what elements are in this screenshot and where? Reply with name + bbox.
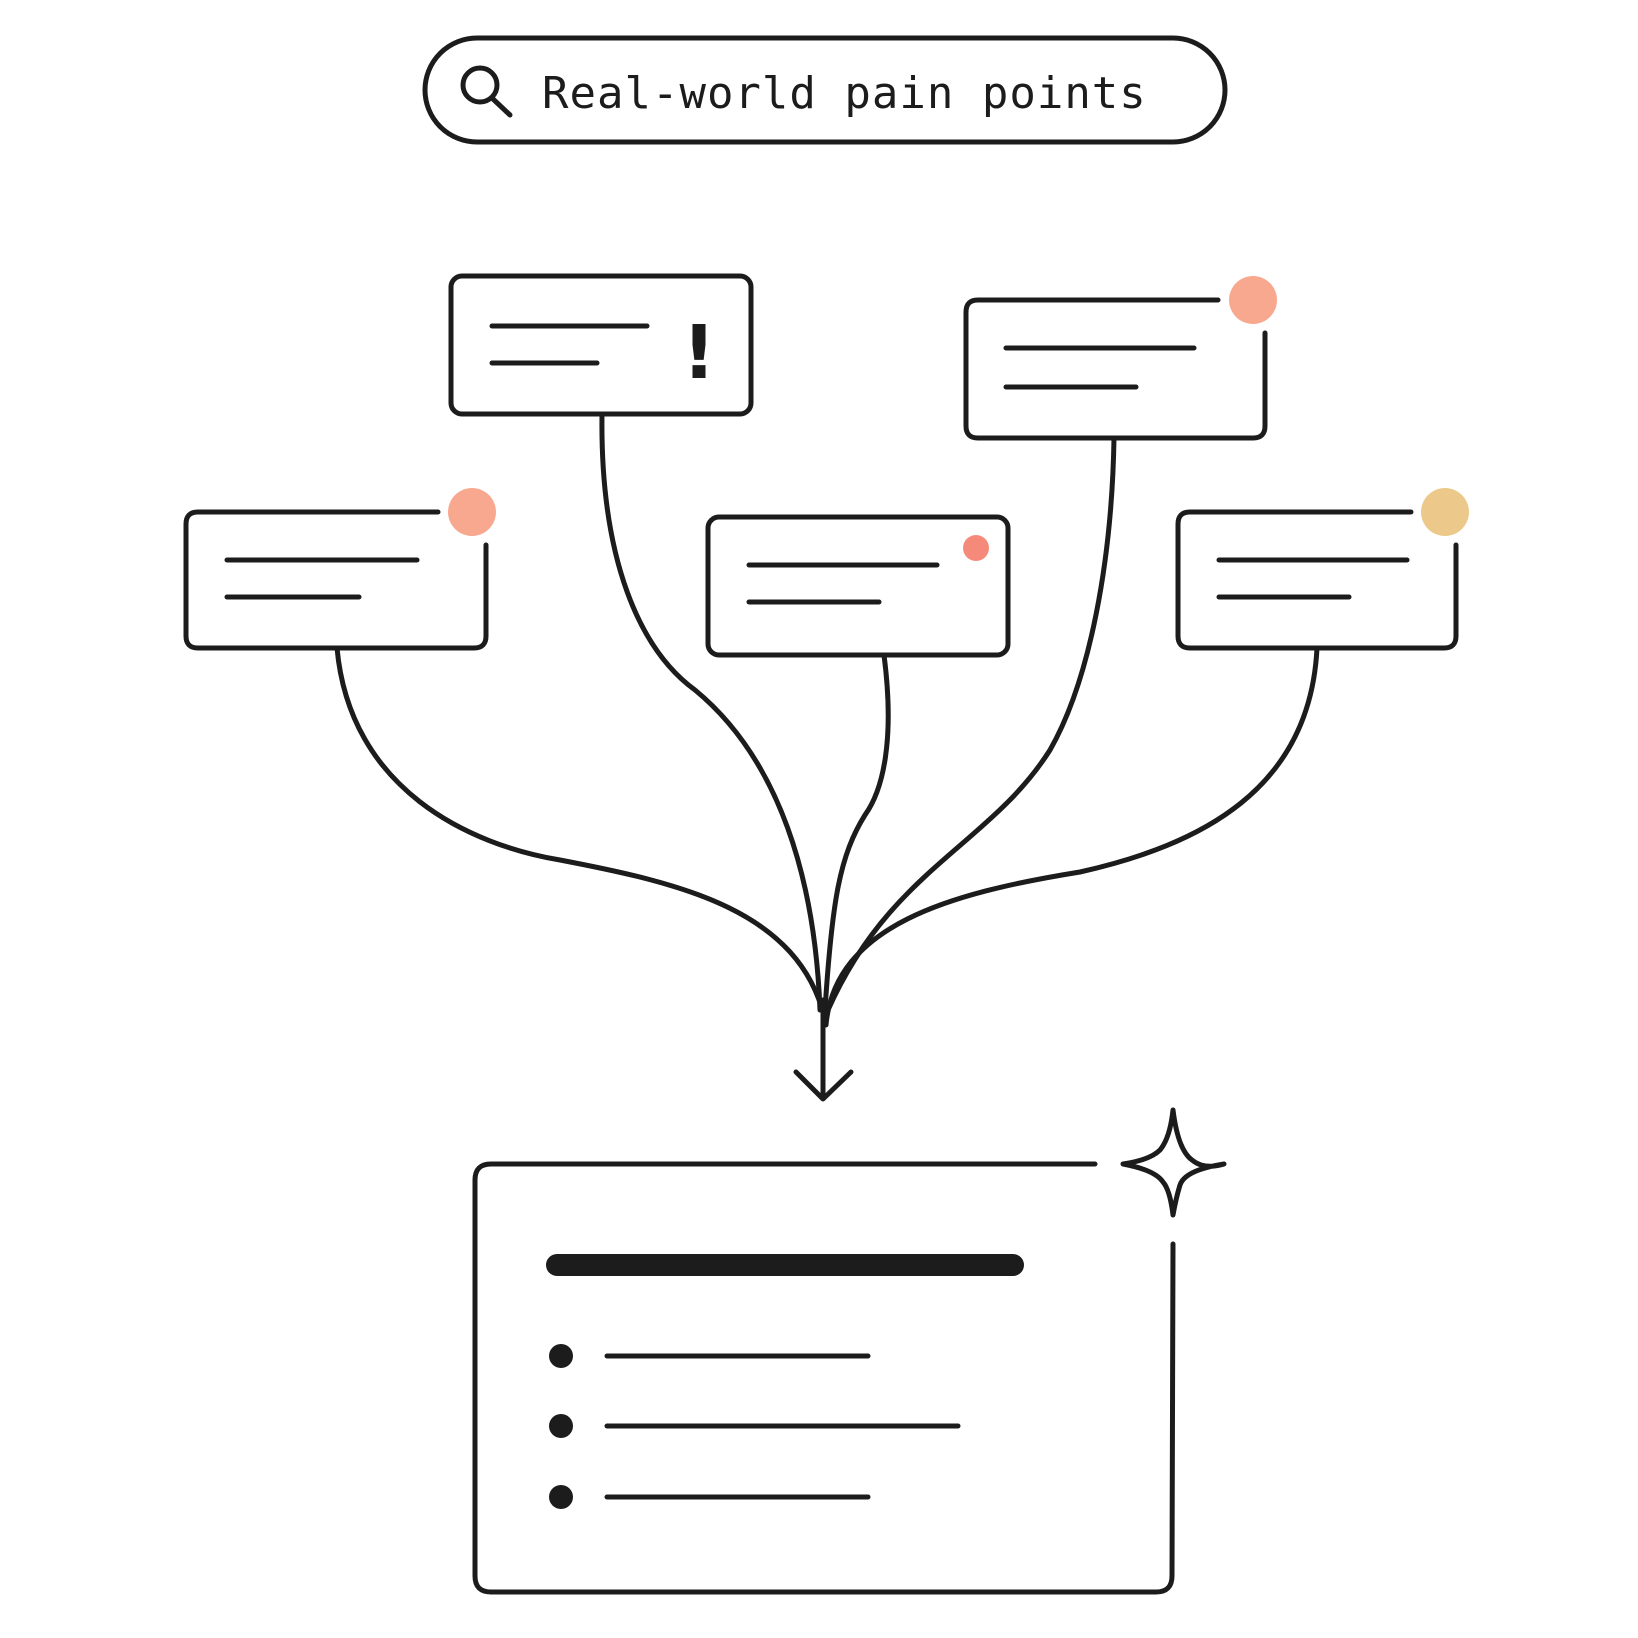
card-outline [472,1161,1176,1595]
result-card[interactable] [472,1107,1227,1595]
arrow-head-icon [793,1069,854,1102]
source-card-upper-right[interactable] [963,276,1277,441]
search-bar-outline [422,35,1228,145]
bullet-icon [549,1485,573,1509]
bullet-icon [549,1344,573,1368]
bullet-icon [549,1414,573,1438]
card-outline [448,273,754,417]
status-dot [963,535,989,561]
search-label: Real-world pain points [542,68,1147,119]
card-outline [963,297,1268,441]
connector-middle [822,652,891,1013]
source-card-right[interactable] [1175,488,1469,651]
status-dot [1229,276,1277,324]
card-outline [183,509,489,651]
card-outline [705,514,1011,658]
source-card-top[interactable]: ! [448,273,754,417]
status-dot [1421,488,1469,536]
search-bar[interactable]: Real-world pain points [422,35,1228,145]
alert-exclamation-icon: ! [682,310,716,396]
source-card-middle[interactable] [705,514,1011,658]
connector-left [334,645,828,1023]
source-card-left[interactable] [183,488,496,651]
connectors [334,411,1320,1102]
card-outline [1175,509,1459,651]
connector-top [599,411,823,1013]
status-dot [448,488,496,536]
connector-right [823,645,1320,1028]
search-icon [460,65,513,118]
connector-upper-right [825,435,1117,1013]
sparkle-icon [1120,1107,1227,1218]
